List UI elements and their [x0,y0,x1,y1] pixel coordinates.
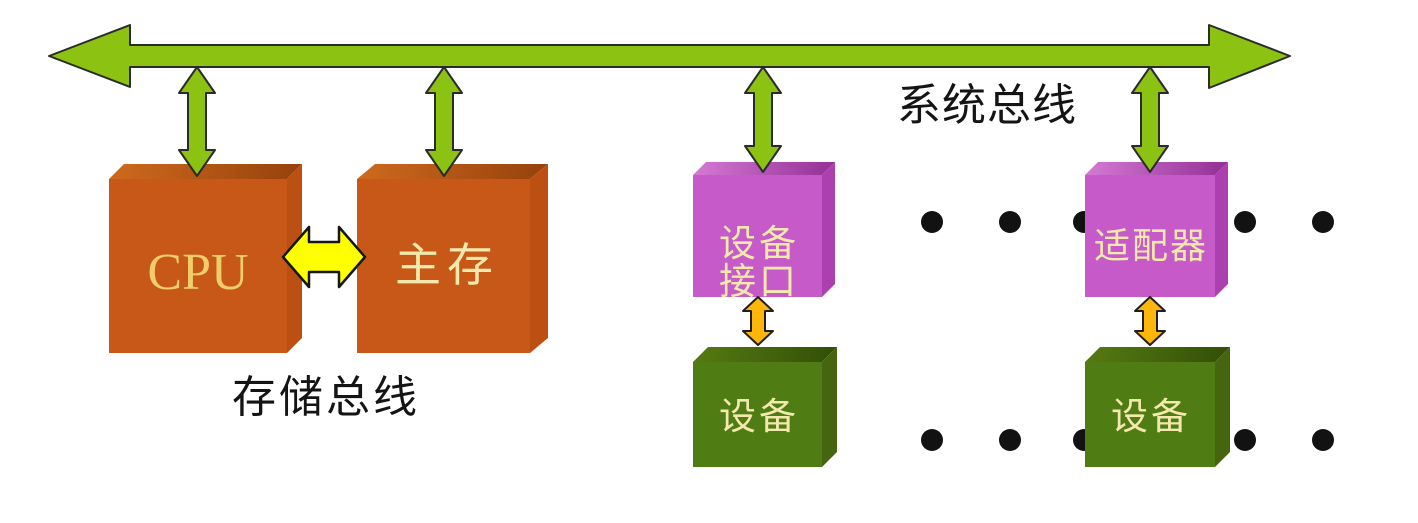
ellipsis-dot [1234,211,1256,233]
cpu-box-front-face [109,179,287,353]
bus-connector-device-interface [744,66,782,173]
device-interface-label-line1: 设备 [719,224,799,265]
ellipsis-dot [921,211,943,233]
device-box-right: 设备 [1085,347,1230,467]
main-memory-box-label: 主存 [395,240,499,291]
adapter-box-label: 适配器 [1094,226,1208,266]
device-box-left-front-face [693,362,822,467]
adapter-box-top-face [1085,162,1228,175]
storage-bus-label: 存储总线 [232,373,420,422]
system-bus-label: 系统总线 [897,81,1077,130]
bus-connector-adapter [1131,66,1169,173]
ellipsis-dot [1234,429,1256,451]
device-box-left-side-face [822,347,837,467]
bus-connector-cpu [178,66,216,177]
cpu-box-top-face [109,164,302,179]
adapter-box-front-face [1085,175,1215,297]
bus-connector-main-memory [425,66,463,177]
device-interface-device-arrow [742,296,774,346]
adapter-box-side-face [1215,162,1228,297]
main-memory-box-front-face [357,179,530,353]
ellipsis-dot [999,211,1021,233]
ellipsis-dot [921,429,943,451]
adapter-box: 适配器 [1085,162,1228,297]
device-interface-box-front-face [693,175,822,297]
device-box-left-top-face [693,347,837,362]
main-memory-box: 主存 [357,164,548,353]
storage-bus-arrow [281,225,367,289]
main-memory-box-top-face [357,164,548,179]
ellipsis-dot [1312,429,1334,451]
cpu-box-label: CPU [147,244,248,301]
device-box-right-front-face [1085,362,1215,467]
ellipsis-dot [999,429,1021,451]
adapter-device-arrow [1134,296,1166,346]
cpu-box: CPU [109,164,302,353]
device-box-right-label: 设备 [1111,397,1191,438]
device-interface-box: 设备 接口 [693,162,835,303]
ellipsis-dot [1312,211,1334,233]
device-box-left-label: 设备 [719,397,799,438]
system-bus-arrow [48,24,1291,89]
device-interface-box-side-face [822,162,835,297]
main-memory-box-side-face [530,164,548,353]
device-box-right-top-face [1085,347,1230,362]
device-box-left: 设备 [693,347,837,467]
device-box-right-side-face [1215,347,1230,467]
